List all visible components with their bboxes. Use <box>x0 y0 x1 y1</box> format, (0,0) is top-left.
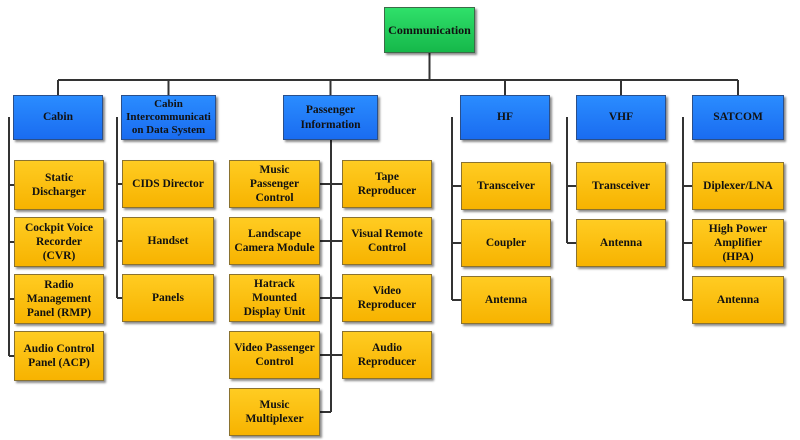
node-hf-coupler: Coupler <box>461 219 551 267</box>
node-cvr: Cockpit Voice Recorder (CVR) <box>14 217 104 267</box>
node-vhf-transceiver: Transceiver <box>576 162 666 210</box>
node-hpa: High Power Amplifier (HPA) <box>692 219 784 267</box>
node-hf-transceiver: Transceiver <box>461 162 551 210</box>
node-cids: Cabin Intercommunicati on Data System <box>121 95 216 140</box>
node-passenger-information: Passenger Information <box>283 95 378 140</box>
node-music-passenger-control: Music Passenger Control <box>229 160 320 208</box>
node-diplexer-lna: Diplexer/LNA <box>692 162 784 210</box>
node-handset: Handset <box>122 217 214 265</box>
node-satcom-antenna: Antenna <box>692 276 784 324</box>
node-communication: Communication <box>384 7 475 53</box>
node-hf-antenna: Antenna <box>461 276 551 324</box>
node-panels: Panels <box>122 274 214 322</box>
node-video-reproducer: Video Reproducer <box>342 274 432 322</box>
node-tape-reproducer: Tape Reproducer <box>342 160 432 208</box>
node-cabin: Cabin <box>13 95 103 140</box>
node-music-multiplexer: Music Multiplexer <box>229 388 320 436</box>
node-hf: HF <box>460 95 550 140</box>
node-video-passenger-control: Video Passenger Control <box>229 331 320 379</box>
node-landscape-camera-module: Landscape Camera Module <box>229 217 320 265</box>
node-vhf-antenna: Antenna <box>576 219 666 267</box>
node-audio-reproducer: Audio Reproducer <box>342 331 432 379</box>
node-cids-director: CIDS Director <box>122 160 214 208</box>
node-static-discharger: Static Discharger <box>14 160 104 210</box>
node-hatrack-display: Hatrack Mounted Display Unit <box>229 274 320 322</box>
node-visual-remote-control: Visual Remote Control <box>342 217 432 265</box>
node-acp: Audio Control Panel (ACP) <box>14 331 104 381</box>
node-satcom: SATCOM <box>692 95 784 140</box>
node-rmp: Radio Management Panel (RMP) <box>14 274 104 324</box>
node-vhf: VHF <box>576 95 666 140</box>
